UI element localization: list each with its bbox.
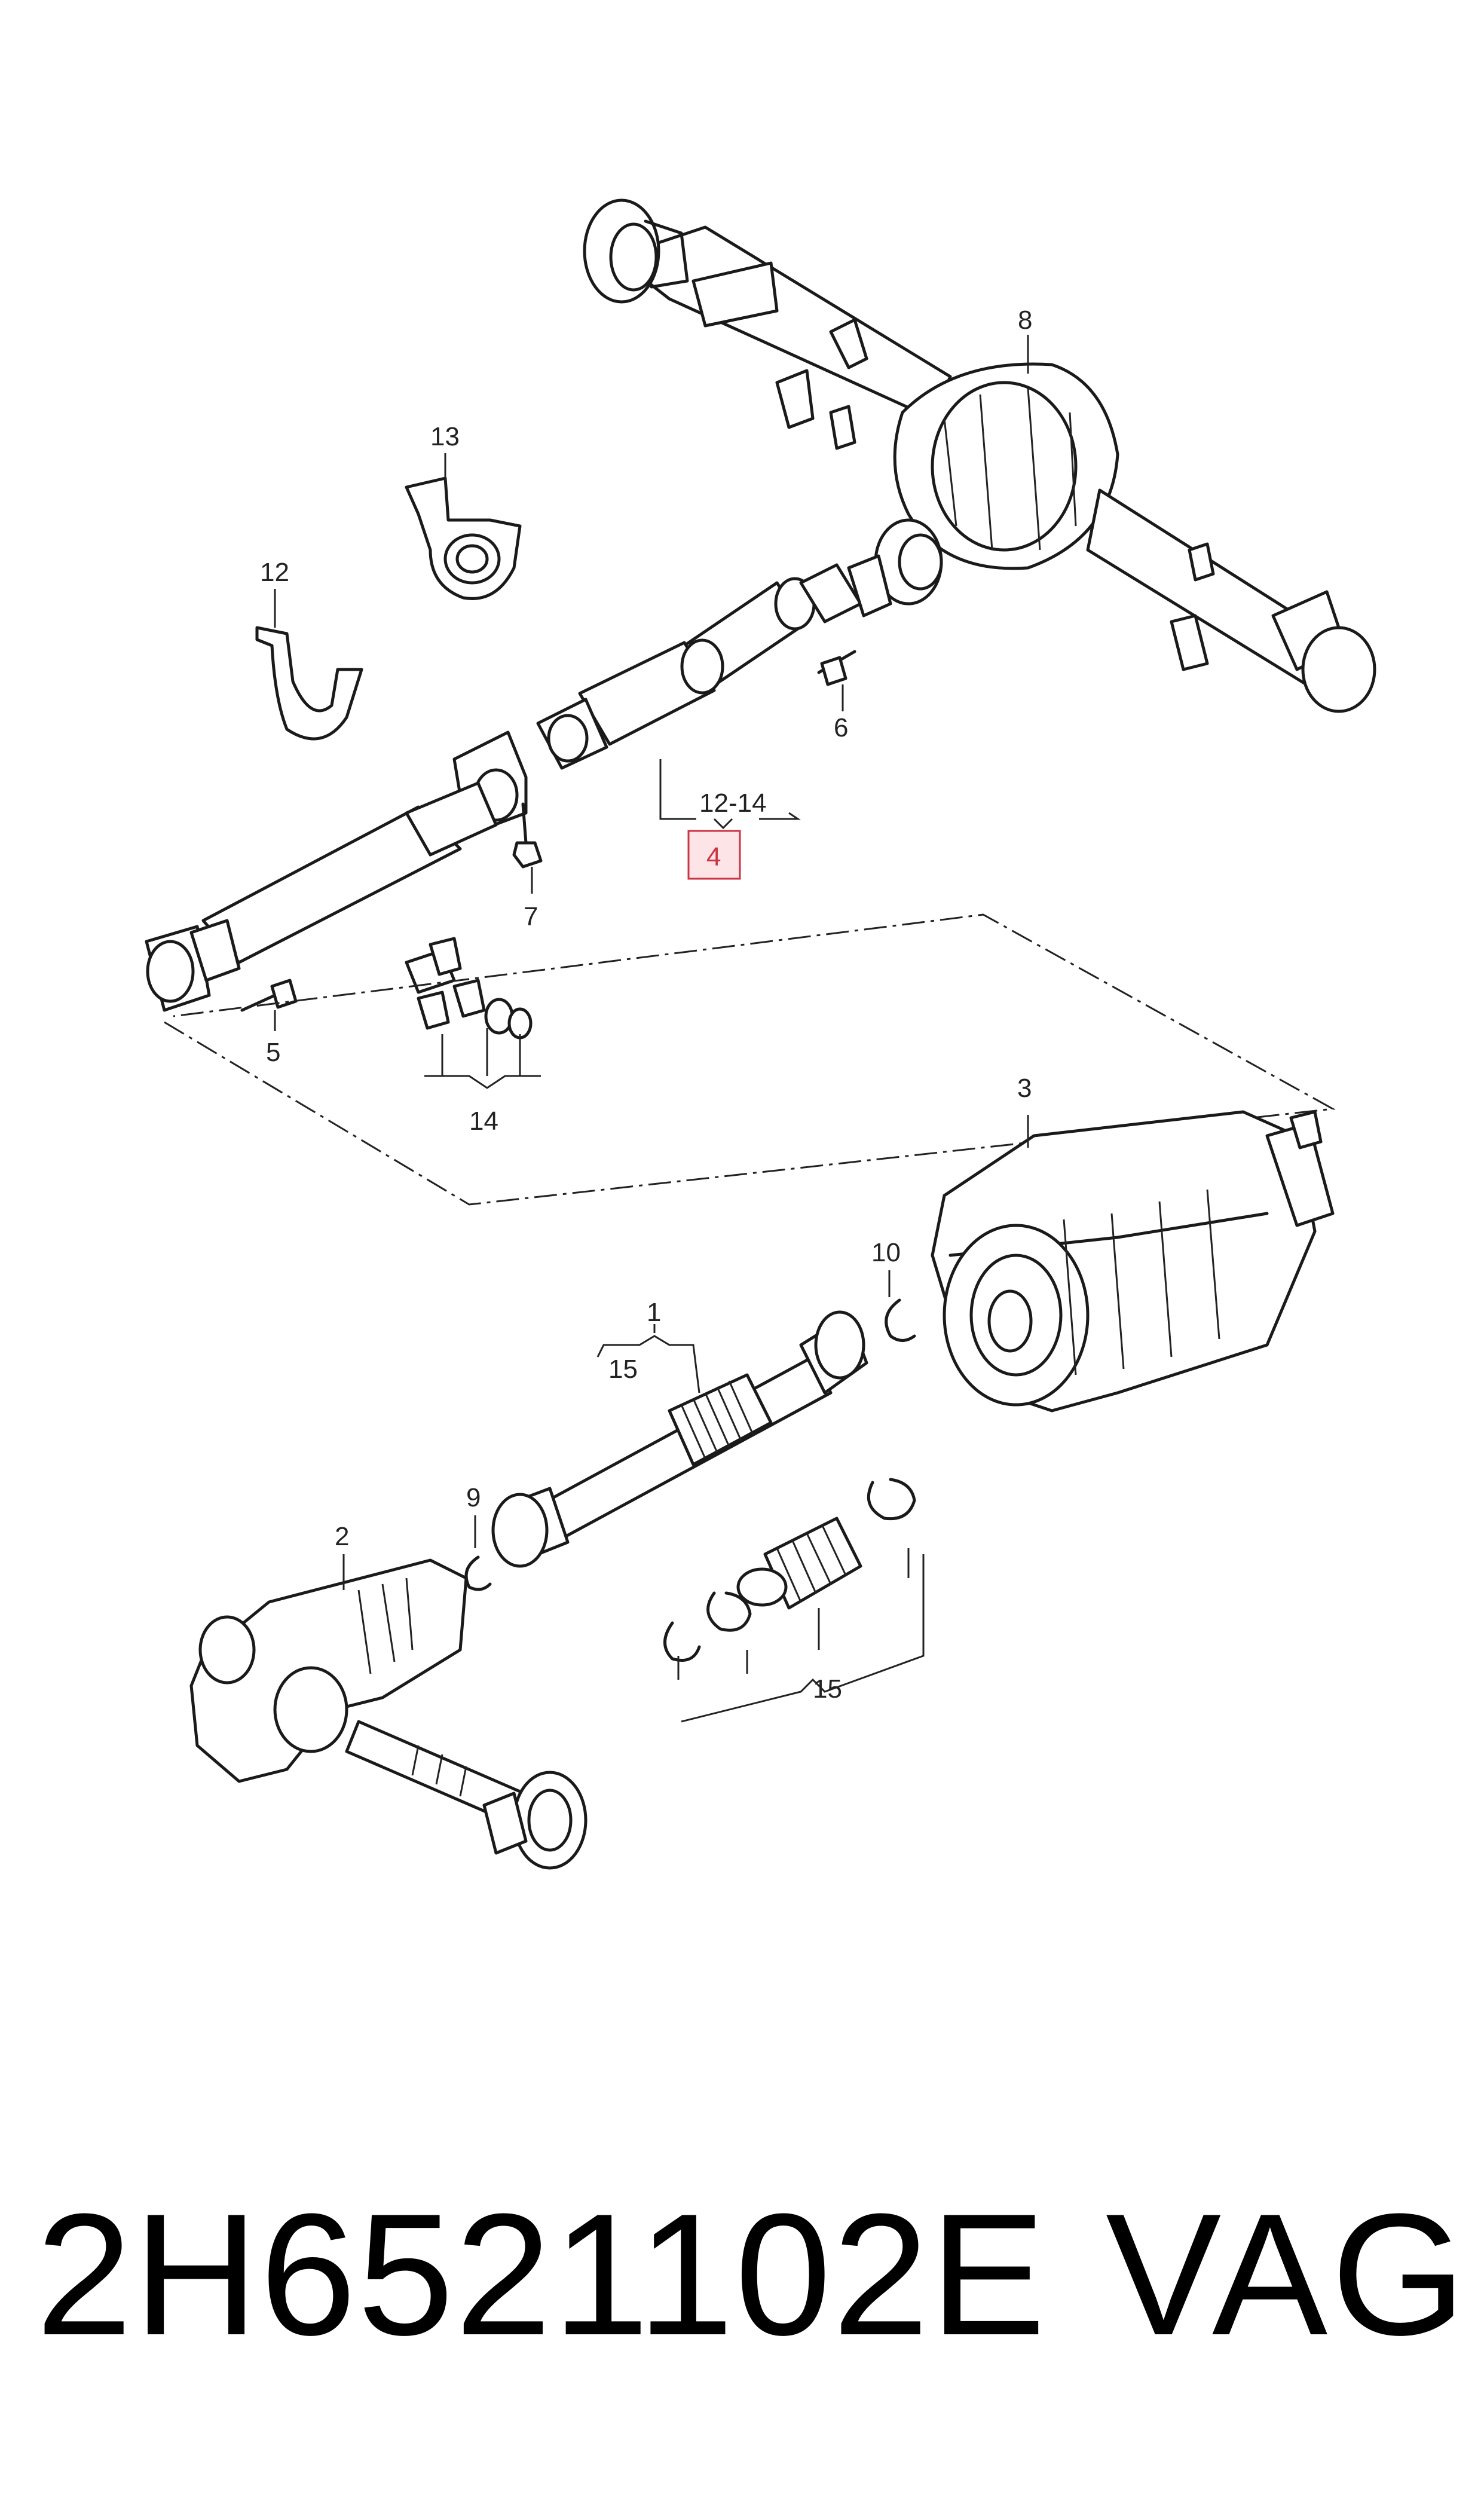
rear-propshaft bbox=[145, 554, 892, 1012]
callout-12-14: 12-14 bbox=[699, 788, 767, 818]
universal-joint-kit-14 bbox=[405, 937, 533, 1040]
callout-12: 12 bbox=[260, 558, 289, 587]
exploded-parts-diagram: 8 13 12 6 12-14 7 5 14 3 10 1 15 9 2 15 … bbox=[145, 198, 1376, 1870]
rear-axle-housing bbox=[583, 198, 1376, 713]
highlighted-callout-4[interactable]: 4 bbox=[687, 830, 741, 880]
callout-14: 14 bbox=[469, 1106, 498, 1136]
callout-3: 3 bbox=[1017, 1074, 1032, 1103]
centre-bearing-support-13 bbox=[405, 476, 522, 600]
callout-5: 5 bbox=[266, 1038, 280, 1067]
callout-2: 2 bbox=[335, 1522, 349, 1551]
circlip-9 bbox=[464, 1555, 492, 1591]
bolt-6 bbox=[817, 650, 856, 686]
circlip-10 bbox=[885, 1298, 916, 1342]
callout-4: 4 bbox=[706, 842, 721, 872]
callout-9: 9 bbox=[466, 1483, 481, 1512]
boot-kit-15 bbox=[663, 1478, 916, 1662]
part-number: 2H6521102E bbox=[36, 2178, 1047, 2371]
brand-name: VAG bbox=[1106, 2178, 1470, 2371]
callout-15-lower: 15 bbox=[813, 1674, 842, 1704]
callout-10: 10 bbox=[871, 1238, 901, 1267]
transfer-box-3 bbox=[931, 1110, 1335, 1413]
callout-7: 7 bbox=[524, 902, 538, 931]
leader-lines bbox=[274, 335, 1029, 1723]
exploded-boundary-line bbox=[164, 913, 1336, 1206]
callout-1: 1 bbox=[647, 1298, 661, 1327]
callout-8: 8 bbox=[1018, 305, 1032, 335]
callout-15-upper: 15 bbox=[608, 1355, 638, 1384]
nut-7 bbox=[512, 802, 543, 869]
front-propshaft-1 bbox=[491, 1310, 868, 1568]
bracket-12 bbox=[255, 626, 363, 741]
callout-13: 13 bbox=[430, 422, 460, 451]
front-differential-2 bbox=[189, 1558, 588, 1870]
callout-6: 6 bbox=[834, 713, 848, 742]
